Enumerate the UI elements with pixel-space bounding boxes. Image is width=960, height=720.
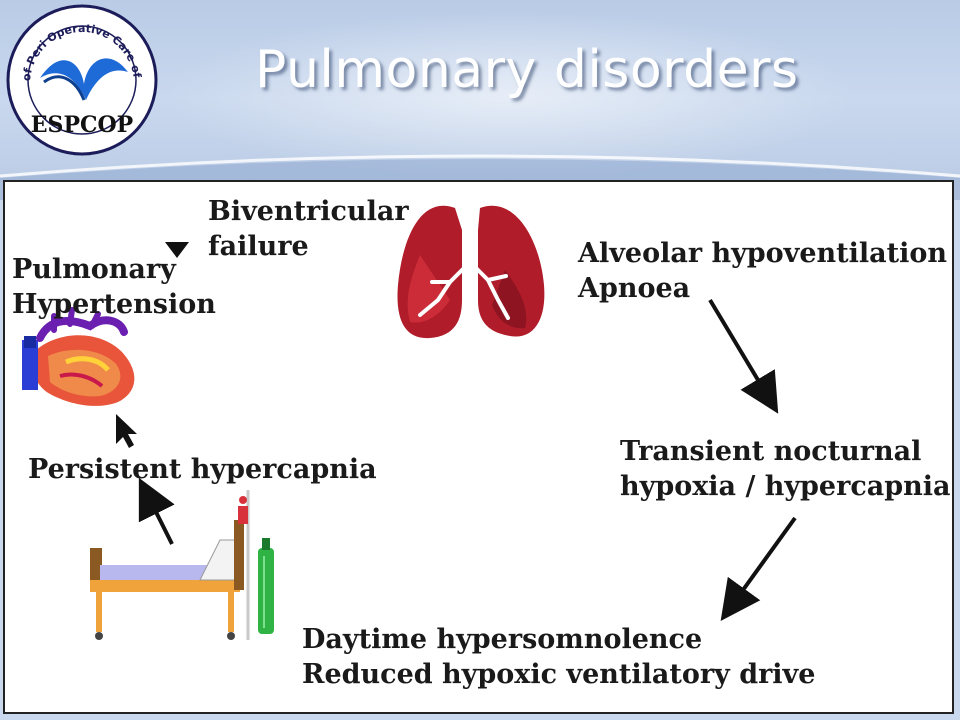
label-daytime-line2: Reduced hypoxic ventilatory drive xyxy=(302,659,816,690)
label-pulmonary-hypertension-line1: Pulmonary xyxy=(12,254,176,285)
label-alveolar-line1: Alveolar hypoventilation xyxy=(578,238,948,269)
triangle-marker xyxy=(165,242,189,258)
arrow-transient-to-daytime xyxy=(720,516,797,621)
pointer-arrow xyxy=(116,414,137,448)
label-biventricular-failure: Biventricular failure xyxy=(208,194,409,264)
label-alveolar-hypoventilation: Alveolar hypoventilation Apnoea xyxy=(578,236,947,306)
label-transient-line2: hypoxia / hypercapnia xyxy=(620,471,951,502)
arrow-bed-to-persistent xyxy=(138,477,175,545)
oxygen-cylinder-illustration xyxy=(258,538,274,634)
label-transient-line1: Transient nocturnal xyxy=(620,436,922,467)
slide-title: Pulmonary disorders xyxy=(255,40,799,100)
label-daytime-line1: Daytime hypersomnolence xyxy=(302,624,703,655)
label-biventricular-failure-line1: Biventricular xyxy=(208,196,409,227)
label-alveolar-line2: Apnoea xyxy=(578,273,691,304)
label-biventricular-failure-line2: failure xyxy=(208,231,309,262)
label-daytime-hypersomnolence: Daytime hypersomnolence Reduced hypoxic … xyxy=(302,622,815,692)
logo-acronym: ESPCOP xyxy=(31,112,133,138)
hospital-bed-illustration xyxy=(90,490,250,640)
arrow-alveolar-to-transient xyxy=(708,298,779,414)
label-transient-nocturnal: Transient nocturnal hypoxia / hypercapni… xyxy=(620,434,951,504)
heart-illustration xyxy=(22,307,135,406)
label-pulmonary-hypertension-line2: Hypertension xyxy=(12,289,216,320)
label-persistent-hypercapnia: Persistent hypercapnia xyxy=(28,454,377,485)
espcop-logo: European Society of Peri Operative Care … xyxy=(0,0,158,156)
lungs-illustration xyxy=(397,205,545,339)
label-pulmonary-hypertension: Pulmonary Hypertension xyxy=(12,252,216,322)
header-glow xyxy=(160,10,860,180)
